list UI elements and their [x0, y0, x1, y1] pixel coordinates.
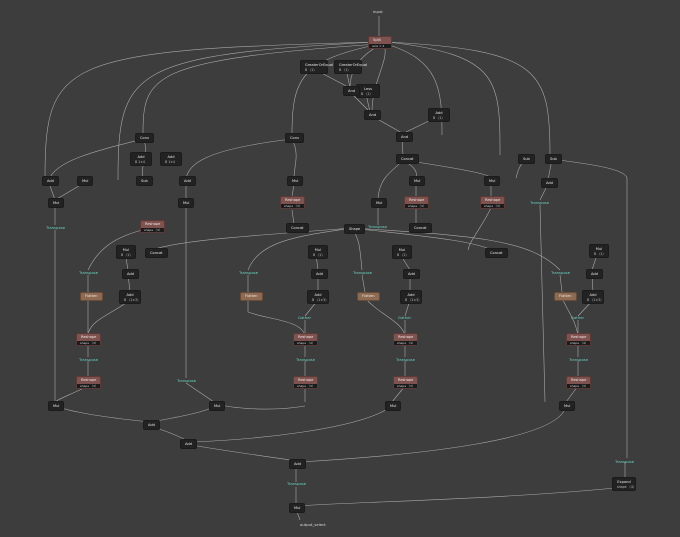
mul-node-g4[interactable]: Mul [559, 401, 576, 411]
transpose-node-right-bottom[interactable]: Transpose [615, 459, 635, 464]
transpose-node-mid-top[interactable]: Transpose [368, 224, 388, 229]
shape-node[interactable]: Shape [344, 224, 366, 234]
input-node[interactable]: input [373, 9, 383, 14]
transpose-node-e4[interactable]: Transpose [569, 357, 589, 362]
transpose-node-f-mid[interactable]: Transpose [177, 378, 197, 383]
conv-node-1[interactable]: Conv [135, 133, 155, 143]
cast-node-2[interactable]: Concat [409, 223, 432, 233]
output-label: output_select [300, 522, 326, 527]
transpose-node-final[interactable]: Transpose [287, 481, 307, 486]
add-node-c2[interactable]: Add [311, 269, 328, 279]
split-node[interactable]: Split axis = 2 [368, 36, 392, 49]
add-node-row-3[interactable]: Add [541, 178, 558, 188]
gather-node-4[interactable]: Gather [571, 315, 585, 320]
mul-node-g2[interactable]: Mul [209, 401, 226, 411]
add-node-c3[interactable]: Add [403, 269, 420, 279]
flatten-node-2[interactable]: Flatten [240, 292, 263, 301]
input-label: input [373, 9, 383, 14]
mul-node-final[interactable]: Mul [289, 503, 306, 513]
add-node-row-1[interactable]: Add [42, 176, 59, 186]
flatten-node-3[interactable]: Flatten [357, 292, 380, 301]
transpose-node-c2[interactable]: Transpose [239, 270, 259, 275]
split-label: Split [373, 38, 381, 42]
transpose-node-e1[interactable]: Transpose [79, 357, 99, 362]
and-node-1[interactable]: And [343, 86, 361, 96]
mul-node-left[interactable]: Mul [48, 198, 65, 208]
add-node-h3[interactable]: Add [289, 459, 306, 469]
mul-node-g1[interactable]: Mul [48, 401, 65, 411]
transpose-node-c3[interactable]: Transpose [353, 270, 373, 275]
and-node-3[interactable]: And [396, 132, 414, 142]
transpose-node-e2[interactable]: Transpose [296, 357, 316, 362]
flatten-node-4[interactable]: Flatten [554, 292, 577, 301]
and-node-2[interactable]: And [364, 110, 382, 120]
mul-node-row-1[interactable]: Mul [77, 176, 94, 186]
cast-node-col3[interactable]: Concat [485, 248, 508, 258]
add-node-c1[interactable]: Add [122, 269, 139, 279]
concat-node-1[interactable]: Concat [396, 154, 419, 164]
transpose-node-left-top[interactable]: Transpose [46, 225, 66, 230]
gather-node-3[interactable]: Gather [398, 315, 412, 320]
output-node[interactable]: output_select [300, 522, 326, 527]
sub-node-1[interactable]: Sub [518, 154, 535, 164]
add-node-row-2[interactable]: Add [179, 176, 196, 186]
add-node-c4[interactable]: Add [586, 269, 603, 279]
transpose-node-c1[interactable]: Transpose [79, 270, 99, 275]
add-node-h2[interactable]: Add [180, 439, 197, 449]
mul-node-mid[interactable]: Mul [178, 198, 195, 208]
transpose-node-e3[interactable]: Transpose [396, 357, 416, 362]
cast-node-1[interactable]: Concat [286, 223, 309, 233]
mul-node-row-4[interactable]: Mul [484, 176, 501, 186]
cast-node-col1[interactable]: Concat [145, 248, 168, 258]
add-node-h1[interactable]: Add [143, 420, 160, 430]
gather-node-2[interactable]: Gather [298, 315, 312, 320]
mul-node-center[interactable]: Mul [371, 198, 388, 208]
mul-node-row-3[interactable]: Mul [409, 176, 426, 186]
sub-node-row[interactable]: Sub [136, 176, 153, 186]
split-attr: axis = 2 [369, 44, 391, 48]
transpose-node-right-top[interactable]: Transpose [530, 200, 550, 205]
sub-node-2[interactable]: Sub [545, 154, 562, 164]
transpose-node-c4[interactable]: Transpose [551, 270, 571, 275]
mul-node-g3[interactable]: Mul [385, 401, 402, 411]
mul-node-row-2[interactable]: Mul [287, 176, 304, 186]
flatten-node-1[interactable]: Flatten [80, 292, 103, 301]
conv-node-2[interactable]: Conv [285, 133, 305, 143]
